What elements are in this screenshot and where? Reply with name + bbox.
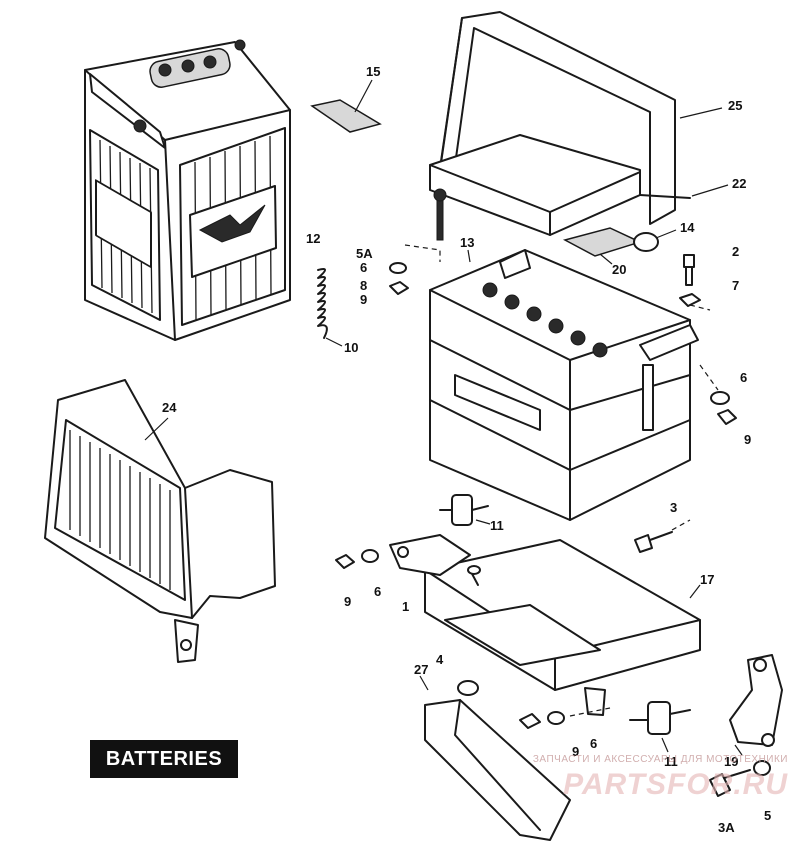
callout-9-top: 9: [360, 292, 367, 307]
diagram-title: BATTERIES: [90, 740, 238, 778]
cover-plate-part-22: [429, 134, 729, 241]
callout-3a: 3A: [718, 820, 735, 835]
watermark-text: ЗАПЧАСТИ И АКСЕССУАРЫ ДЛЯ МОТОТЕХНИКИ: [532, 754, 788, 765]
rubber-mount-part-11-lower: [629, 701, 691, 753]
tray-part-17: [389, 534, 701, 716]
callout-15: 15: [366, 64, 380, 79]
battery-part-12: [84, 39, 291, 341]
callout-8: 8: [360, 278, 367, 293]
side-cover-part-24: [44, 379, 276, 663]
callout-4: 4: [436, 652, 444, 667]
callout-11-lower: 11: [664, 754, 678, 769]
callout-6-right: 6: [740, 370, 747, 385]
callout-6-left: 6: [374, 584, 381, 599]
pad-part-20: [562, 227, 643, 265]
callout-19: 19: [724, 754, 738, 769]
battery-part-13: [429, 249, 699, 521]
callout-24: 24: [162, 400, 177, 415]
rubber-mount-part-11-upper: [439, 494, 491, 526]
callout-25: 25: [728, 98, 742, 113]
callout-9-bottom: 9: [572, 744, 579, 759]
callout-1: 1: [402, 599, 409, 614]
callout-2: 2: [732, 244, 739, 259]
callout-3: 3: [670, 500, 677, 515]
callout-20: 20: [612, 262, 626, 277]
watermark-logo: PARTSFOR.RU: [563, 768, 788, 801]
callout-9-right: 9: [744, 432, 751, 447]
callout-14: 14: [680, 220, 695, 235]
shield-part-27: [419, 675, 571, 841]
callout-12: 12: [306, 231, 320, 246]
callout-5a: 5A: [356, 246, 373, 261]
callout-6-bottom: 6: [590, 736, 597, 751]
callout-10: 10: [344, 340, 358, 355]
callout-22: 22: [732, 176, 746, 191]
callout-7: 7: [732, 278, 739, 293]
callout-11-upper: 11: [490, 518, 504, 533]
callout-13: 13: [460, 235, 474, 250]
hardware: [335, 244, 771, 797]
callout-6-top: 6: [360, 260, 367, 275]
callout-27: 27: [414, 662, 428, 677]
bracket-part-19: [729, 654, 783, 756]
callout-5: 5: [764, 808, 771, 823]
callout-9-left: 9: [344, 594, 351, 609]
callout-17: 17: [700, 572, 714, 587]
label-part-15: [310, 79, 382, 133]
callout-labels: 15 12 5A 6 8 9 10 13 20 14 25 22 2 7 6 9…: [162, 64, 771, 835]
spring-part-10: [317, 268, 343, 347]
cap-part-14: [633, 229, 677, 252]
